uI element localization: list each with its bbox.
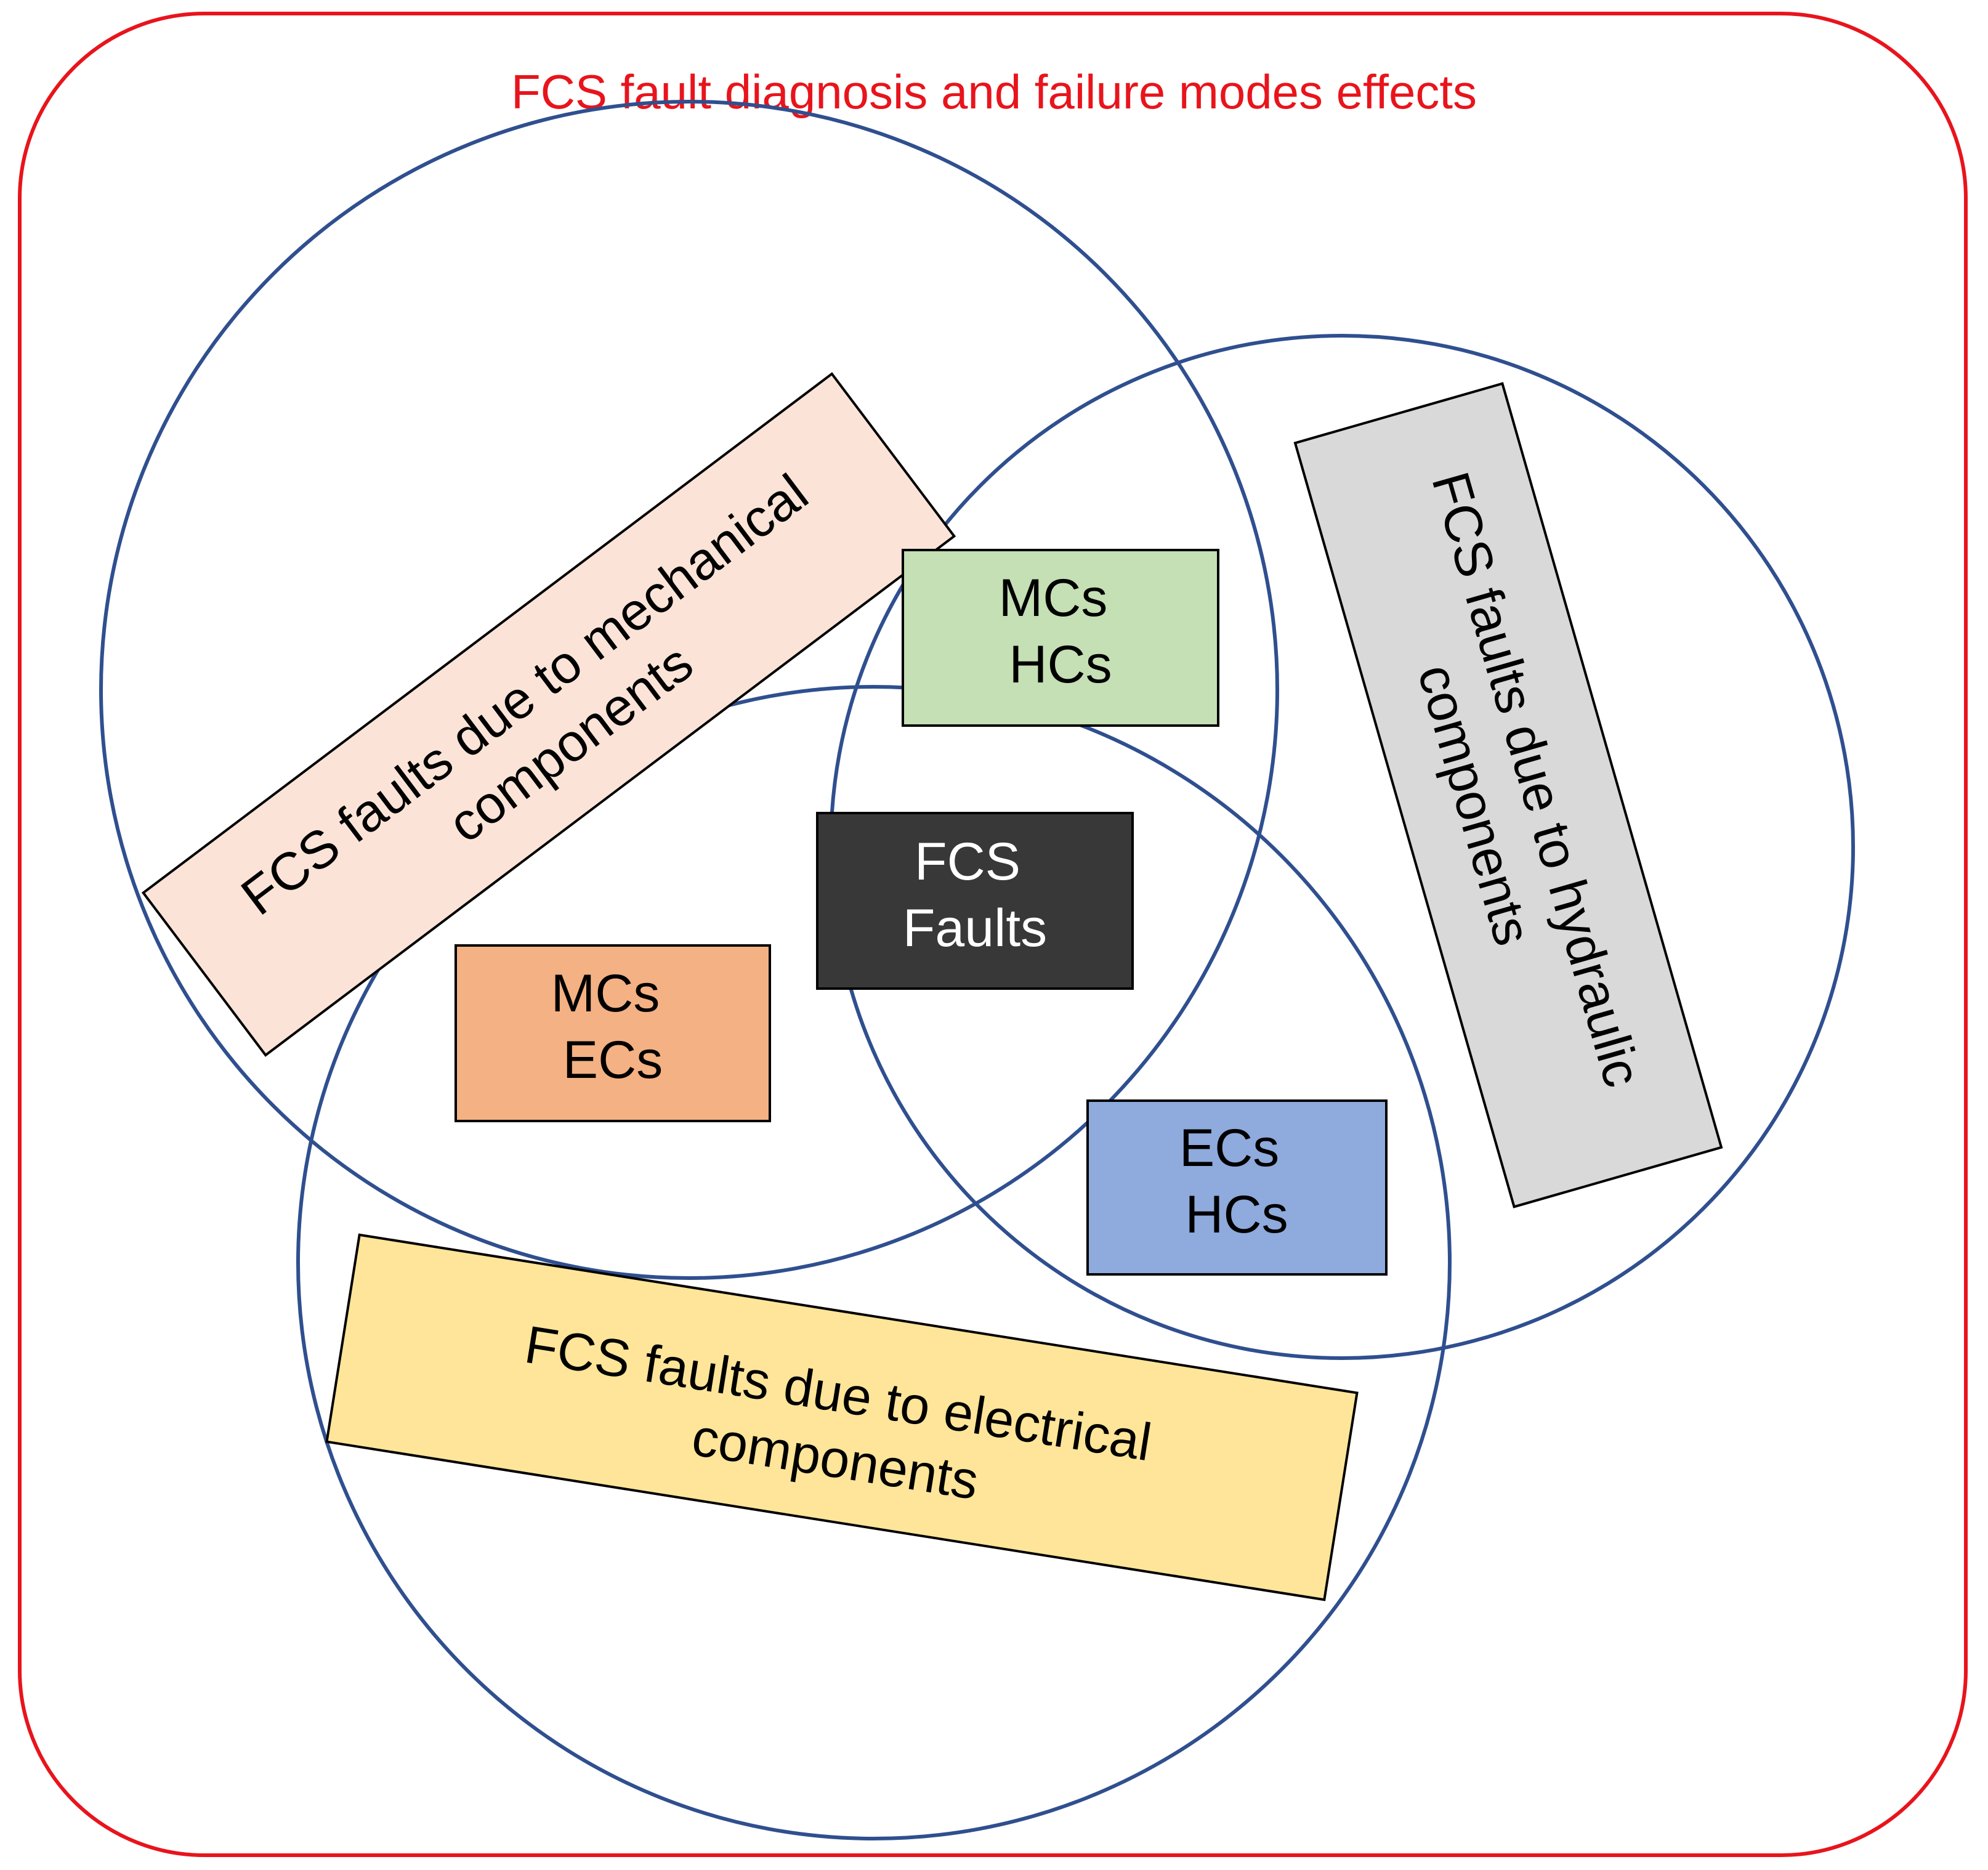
ec-hc-line-1: ECs: [1179, 1119, 1279, 1178]
electrical-circle: [296, 685, 1452, 1840]
center-line-1: FCS: [915, 832, 1020, 891]
svg-text:ECs HCs: ECs HCs: [1179, 1119, 1294, 1244]
center-line-2: Faults: [903, 899, 1047, 958]
outer-frame: [18, 12, 1968, 1857]
mc-hc-box: MCs HCs: [902, 549, 1219, 727]
svg-text:MCs HCs: MCs HCs: [999, 569, 1123, 694]
mc-hc-line-1: MCs: [999, 569, 1108, 628]
diagram-title: FCS fault diagnosis and failure modes ef…: [511, 65, 1477, 119]
svg-text:FCS Faults: FCS Faults: [903, 832, 1047, 958]
electrical-label-box: FCS faults due to electrical components: [325, 1233, 1359, 1601]
mc-ec-line-1: MCs: [551, 964, 660, 1023]
mc-ec-box: MCs ECs: [455, 944, 771, 1122]
center-box: FCS Faults: [816, 812, 1134, 990]
ec-hc-line-2: HCs: [1185, 1185, 1288, 1244]
ec-hc-box: ECs HCs: [1086, 1099, 1388, 1276]
mc-hc-line-2: HCs: [1009, 635, 1112, 694]
mc-ec-line-2: ECs: [563, 1030, 663, 1090]
hydraulic-label-box: FCS faults due to hydraulic components: [1293, 382, 1723, 1208]
mechanical-circle: [99, 100, 1279, 1280]
svg-text:MCs ECs: MCs ECs: [551, 964, 675, 1090]
